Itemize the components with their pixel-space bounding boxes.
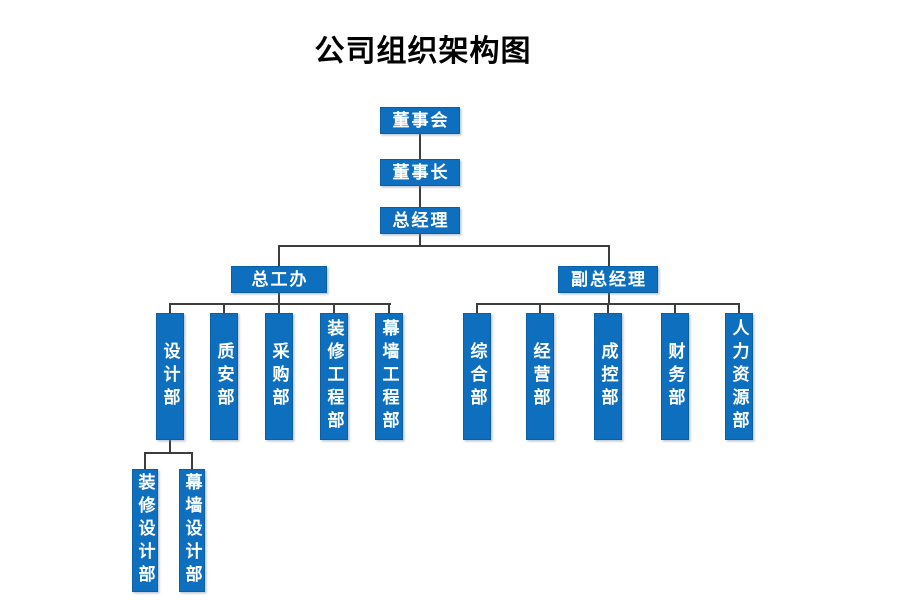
connector-line xyxy=(419,134,421,159)
connector-line xyxy=(278,304,280,313)
connector-line xyxy=(607,304,609,313)
connector-line xyxy=(608,245,610,266)
org-node-label: 经营部 xyxy=(530,342,550,411)
org-node-business-dept: 经营部 xyxy=(526,313,554,440)
org-node-curtain-wall-engineering-dept: 幕墙工程部 xyxy=(375,313,403,440)
connector-line xyxy=(419,234,421,246)
org-node-label: 成控部 xyxy=(598,342,618,411)
org-node-label: 董事长 xyxy=(392,163,450,182)
org-node-label: 副总经理 xyxy=(571,270,647,289)
connector-line xyxy=(191,453,193,469)
org-node-finance-dept: 财务部 xyxy=(661,313,689,440)
org-node-chairman: 董事长 xyxy=(380,159,460,186)
connector-line xyxy=(223,304,225,313)
connector-line xyxy=(388,304,390,313)
connector-line xyxy=(476,304,478,313)
connector-line xyxy=(738,304,740,313)
connector-line xyxy=(419,186,421,207)
org-node-general-manager: 总经理 xyxy=(380,207,460,234)
connector-line xyxy=(539,304,541,313)
connector-line xyxy=(169,304,171,313)
connector-line xyxy=(608,293,610,304)
org-node-label: 人力资源部 xyxy=(729,319,749,434)
org-node-label: 装修设计部 xyxy=(135,473,155,588)
connector-line xyxy=(278,245,610,247)
org-node-curtain-wall-design-dept: 幕墙设计部 xyxy=(179,469,205,592)
org-node-procurement-dept: 采购部 xyxy=(265,313,293,440)
org-node-quality-safety-dept: 质安部 xyxy=(210,313,238,440)
connector-line xyxy=(674,304,676,313)
org-node-decoration-engineering-dept: 装修工程部 xyxy=(320,313,348,440)
connector-line xyxy=(278,293,280,304)
org-node-label: 综合部 xyxy=(467,342,487,411)
org-node-label: 幕墙设计部 xyxy=(182,473,202,588)
org-node-label: 幕墙工程部 xyxy=(379,319,399,434)
org-node-label: 总经理 xyxy=(392,211,450,230)
org-node-label: 采购部 xyxy=(269,342,289,411)
org-node-label: 总工办 xyxy=(251,270,309,289)
org-node-board: 董事会 xyxy=(380,107,460,134)
connector-line xyxy=(169,440,171,453)
org-node-label: 装修工程部 xyxy=(324,319,344,434)
org-node-chief-engineer-office: 总工办 xyxy=(231,266,327,293)
connector-line xyxy=(169,303,391,305)
org-node-deputy-general-manager: 副总经理 xyxy=(558,266,658,293)
org-node-design-dept: 设计部 xyxy=(156,313,184,440)
org-node-cost-control-dept: 成控部 xyxy=(594,313,622,440)
org-node-label: 董事会 xyxy=(392,111,450,130)
chart-title: 公司组织架构图 xyxy=(314,35,532,68)
org-node-label: 财务部 xyxy=(665,342,685,411)
org-node-label: 设计部 xyxy=(160,342,180,411)
org-node-label: 质安部 xyxy=(214,342,234,411)
org-node-general-affairs-dept: 综合部 xyxy=(463,313,491,440)
connector-line xyxy=(278,245,280,266)
org-node-decoration-design-dept: 装修设计部 xyxy=(132,469,158,592)
connector-line xyxy=(144,453,146,469)
org-node-hr-dept: 人力资源部 xyxy=(725,313,753,440)
connector-line xyxy=(144,452,193,454)
connector-line xyxy=(333,304,335,313)
